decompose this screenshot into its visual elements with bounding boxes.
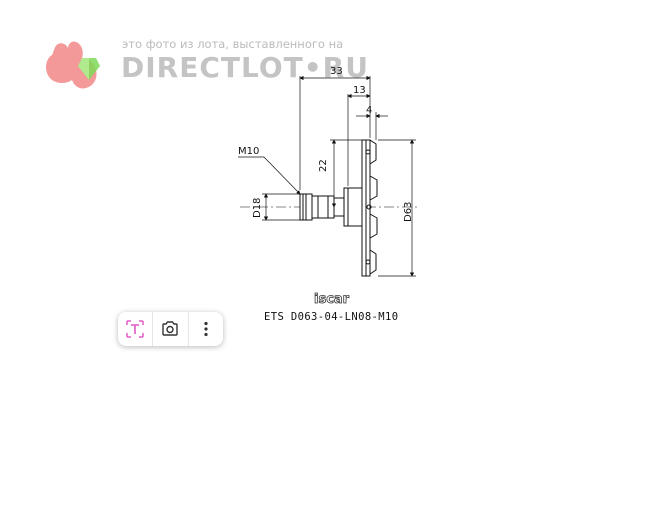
image-action-toolbar bbox=[118, 312, 223, 346]
dimension-13: 13 bbox=[353, 85, 366, 96]
dimension-lines bbox=[238, 75, 416, 277]
text-recognition-icon bbox=[126, 320, 144, 338]
dimension-d63: D63 bbox=[403, 202, 414, 222]
dimension-33: 33 bbox=[330, 66, 343, 77]
dimension-d18: D18 bbox=[252, 198, 263, 218]
watermark-logo-icon bbox=[46, 41, 100, 89]
lens-search-button[interactable] bbox=[152, 312, 187, 346]
more-vertical-icon bbox=[204, 321, 208, 337]
svg-text:iscar: iscar bbox=[314, 292, 350, 307]
product-code: ETS D063-04-LN08-M10 bbox=[264, 311, 398, 323]
text-recognition-button[interactable] bbox=[118, 312, 152, 346]
maker-logo: iscar bbox=[314, 292, 350, 308]
thread-label: M10 bbox=[238, 146, 259, 157]
dimension-4: 4 bbox=[366, 105, 372, 116]
more-options-button[interactable] bbox=[187, 312, 223, 346]
watermark-tagline: это фото из лота, выставленного на bbox=[122, 37, 343, 51]
camera-search-icon bbox=[162, 321, 179, 336]
part-outline bbox=[240, 139, 420, 277]
dimension-22: 22 bbox=[318, 159, 329, 172]
